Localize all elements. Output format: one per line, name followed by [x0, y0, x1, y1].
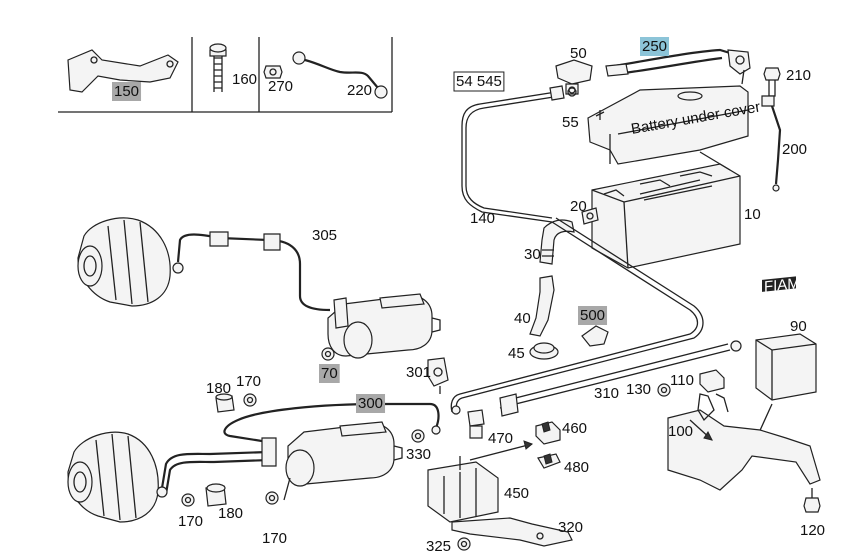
- cable-305-drawing: [172, 231, 331, 312]
- callout-p160: 160: [232, 71, 257, 88]
- cable-300-drawing: [156, 402, 441, 498]
- grommet-45-drawing: [529, 342, 559, 360]
- hose-40-drawing: [529, 275, 555, 337]
- fuse-460-drawing: [535, 421, 561, 445]
- nut-170-bottom-drawing: [265, 477, 291, 505]
- callout-bg-p54545: [453, 71, 505, 92]
- callout-p55: 55: [562, 114, 579, 131]
- relay-110-drawing: [699, 369, 725, 393]
- callout-p120: 120: [800, 522, 825, 539]
- nut-325-drawing: [457, 537, 471, 551]
- bolt-160-drawing: [209, 43, 227, 92]
- fuse-470-drawing: [467, 409, 485, 439]
- cable-310-drawing: [450, 217, 742, 417]
- nut-270-drawing: [263, 65, 283, 79]
- bracket-320-drawing: [451, 517, 573, 547]
- callout-p170b: 170: [178, 513, 203, 530]
- callout-p30: 30: [524, 246, 541, 263]
- bushing-180-lower-drawing: [205, 483, 227, 507]
- callout-bg-p300: [356, 394, 386, 413]
- callout-p325: 325: [426, 538, 451, 555]
- aux-battery-90-drawing: FIAMM: [749, 274, 817, 449]
- callout-p100: 100: [668, 423, 693, 440]
- nut-130-drawing: [657, 383, 671, 397]
- nut-170-lower-drawing: [181, 493, 195, 507]
- screw-210-drawing: [763, 67, 781, 97]
- callout-p200: 200: [782, 141, 807, 158]
- callout-p310: 310: [594, 385, 619, 402]
- callout-p140: 140: [470, 210, 495, 227]
- callout-p301: 301: [406, 364, 431, 381]
- callout-p300: 300: [358, 395, 383, 412]
- callout-bg-p250: [640, 37, 670, 56]
- cable-140-drawing: [461, 85, 577, 223]
- starter-upper-drawing: [327, 293, 441, 359]
- callout-p500: 500: [580, 307, 605, 324]
- nut-120-drawing: [803, 488, 821, 513]
- nut-330-drawing: [411, 429, 425, 443]
- callout-p210: 210: [786, 67, 811, 84]
- callout-bg-p150: [112, 82, 142, 101]
- nut-170-upper-drawing: [243, 393, 257, 407]
- callout-p480: 480: [564, 459, 589, 476]
- callout-p180a: 180: [206, 380, 231, 397]
- nut-70-drawing: [321, 347, 335, 361]
- callout-p40: 40: [514, 310, 531, 327]
- callout-p320: 320: [558, 519, 583, 536]
- callout-p70: 70: [321, 365, 338, 382]
- callout-p10: 10: [744, 206, 761, 223]
- cable-220-drawing: [292, 51, 388, 99]
- fuse-holder-450-drawing: [427, 440, 533, 523]
- cable-200-drawing: [761, 95, 782, 192]
- callout-p470: 470: [488, 430, 513, 447]
- callout-p54545: 54 545: [456, 73, 502, 90]
- callout-p20: 20: [570, 198, 587, 215]
- callout-p305: 305: [312, 227, 337, 244]
- callout-p170c: 170: [262, 530, 287, 547]
- callout-p170a: 170: [236, 373, 261, 390]
- callout-bg-p500: [578, 306, 608, 325]
- callout-p50: 50: [570, 45, 587, 62]
- callout-labels: 150 160 270 220 50 250 210 54 545 55 200 140 20 10 30…: [112, 37, 825, 555]
- callout-bg-p70: [319, 364, 340, 383]
- clip-500-drawing: [581, 325, 609, 347]
- bracket-100-drawing: [667, 393, 821, 491]
- callout-p220: 220: [347, 82, 372, 99]
- inset-box: [58, 37, 393, 113]
- bushing-180-upper-drawing: [215, 393, 235, 413]
- callout-p450: 450: [504, 485, 529, 502]
- alternator-upper-drawing: [77, 217, 171, 307]
- fuse-480-drawing: [537, 453, 561, 469]
- fiamm-label: FIAMM: [764, 274, 812, 296]
- cable-250-drawing: [605, 48, 751, 85]
- callout-p150: 150: [114, 83, 139, 100]
- callout-p110: 110: [670, 372, 694, 389]
- battery-cover-55-drawing: Battery under cover: [587, 85, 762, 165]
- callout-p250: 250: [642, 38, 667, 55]
- terminal-20-drawing: [581, 207, 599, 225]
- bracket-150-drawing: [67, 49, 179, 93]
- callout-p130: 130: [626, 381, 651, 398]
- starter-lower-drawing: [285, 421, 403, 487]
- clamp-301-drawing: [427, 357, 449, 394]
- callout-p90: 90: [790, 318, 807, 335]
- callout-p45: 45: [508, 345, 525, 362]
- alternator-lower-drawing: [67, 431, 159, 523]
- battery-10-drawing: [591, 151, 741, 269]
- callout-p460: 460: [562, 420, 587, 437]
- callout-p270: 270: [268, 78, 293, 95]
- callout-p180b: 180: [218, 505, 243, 522]
- callout-p330: 330: [406, 446, 431, 463]
